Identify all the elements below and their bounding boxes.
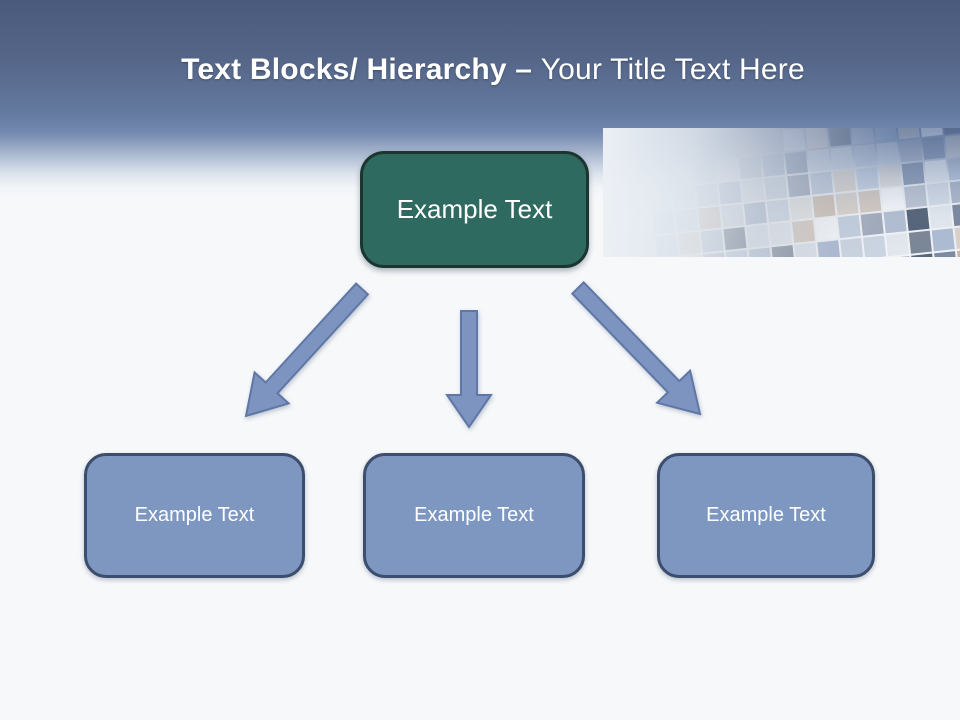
photo-collage (603, 128, 960, 257)
hierarchy-child-box-2: Example Text (363, 453, 585, 578)
arrow-down-left-icon (244, 282, 370, 418)
page-title-secondary: Your Title Text Here (540, 53, 805, 86)
collage-left-fade (603, 128, 960, 257)
hierarchy-child-label-2: Example Text (414, 504, 534, 526)
hierarchy-child-label-1: Example Text (134, 504, 255, 526)
hierarchy-root-label: Example Text (396, 194, 553, 224)
hierarchy-root-box: Example Text (360, 151, 589, 268)
arrow-down-icon (445, 310, 493, 429)
hierarchy-child-box-3: Example Text (657, 453, 875, 578)
hierarchy-child-box-1: Example Text (84, 453, 305, 578)
hierarchy-child-label-3: Example Text (706, 504, 826, 526)
arrow-down-right-icon (570, 280, 702, 416)
page-title: Text Blocks/ Hierarchy – Your Title Text… (0, 52, 960, 88)
page-title-emphasis: Text Blocks/ Hierarchy – (181, 53, 541, 86)
